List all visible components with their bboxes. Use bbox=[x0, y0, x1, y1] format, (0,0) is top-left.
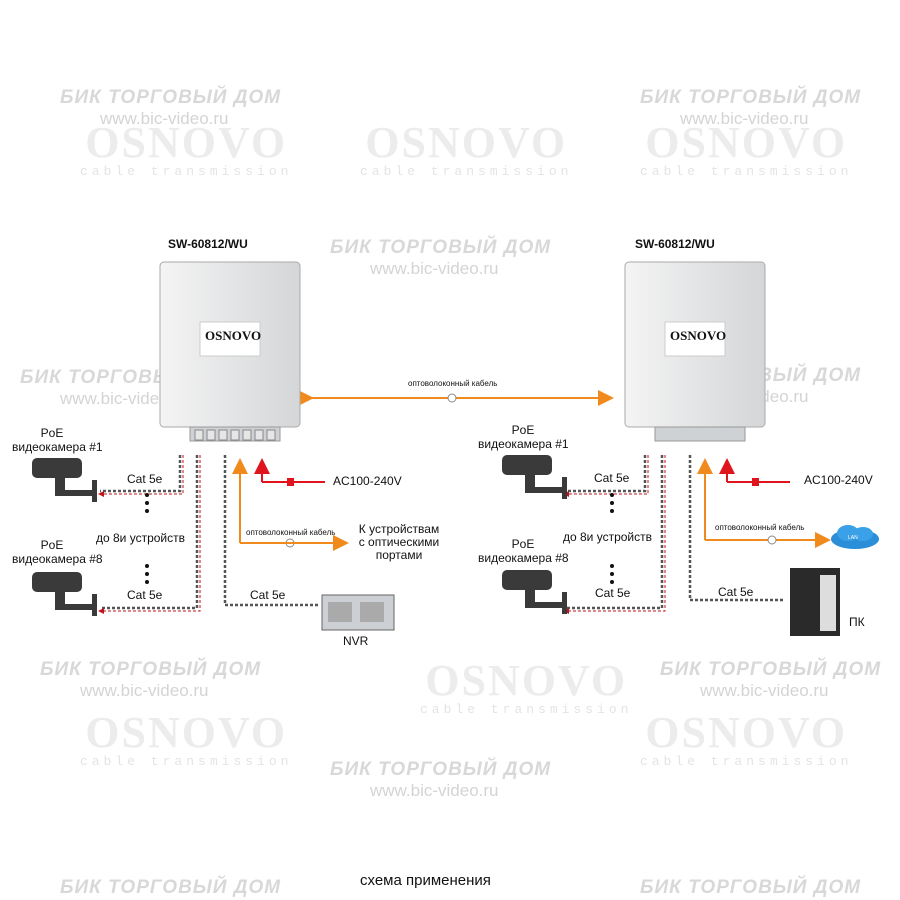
pc-label: ПК bbox=[849, 615, 865, 629]
nvr-label: NVR bbox=[343, 634, 369, 648]
cable-label: Cat 5e bbox=[250, 588, 286, 602]
power-label: AC100-240V bbox=[804, 473, 873, 487]
fiber-label: оптоволоконный кабель bbox=[715, 523, 805, 532]
switch-title-right: SW-60812/WU bbox=[635, 237, 715, 251]
cable-label: Cat 5e bbox=[127, 588, 163, 602]
caption: схема применения bbox=[360, 872, 491, 889]
devices-label: до 8и устройств bbox=[96, 531, 186, 545]
switch-title-left: SW-60812/WU bbox=[168, 237, 248, 251]
switch-logo-left: OSNOVO bbox=[205, 328, 262, 343]
fiber-connector-icon bbox=[447, 393, 457, 403]
switch-logo-right: OSNOVO bbox=[670, 328, 727, 343]
cable-label: Cat 5e bbox=[718, 585, 754, 599]
lan-cloud-icon bbox=[831, 525, 879, 549]
fiber-link-label: оптоволоконный кабель bbox=[408, 379, 498, 388]
camera-icon bbox=[32, 458, 97, 502]
power-label: AC100-240V bbox=[333, 474, 402, 488]
nvr-icon bbox=[321, 594, 395, 631]
lan-label: LAN bbox=[848, 535, 858, 541]
cable-label: Cat 5e bbox=[594, 471, 630, 485]
camera-icon bbox=[32, 572, 97, 616]
switch-side-right bbox=[502, 261, 831, 614]
switch-side-left bbox=[32, 261, 325, 616]
devices-label: до 8и устройств bbox=[563, 530, 653, 544]
cable-label: Cat 5e bbox=[127, 472, 163, 486]
pc-icon bbox=[790, 568, 840, 636]
fiber-label: оптоволоконный кабель bbox=[246, 528, 336, 537]
cable-label: Cat 5e bbox=[595, 586, 631, 600]
